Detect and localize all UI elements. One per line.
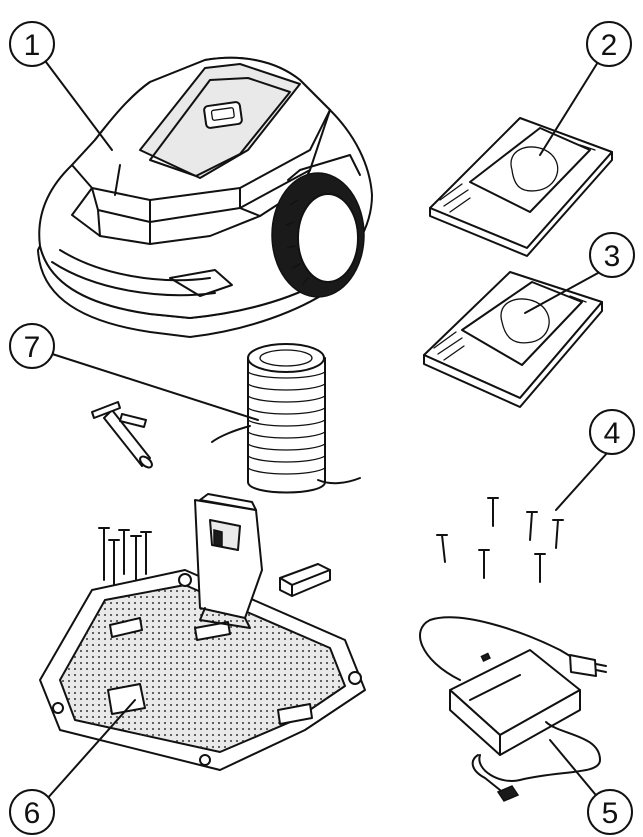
leader-1 bbox=[45, 61, 113, 151]
callout-number: 5 bbox=[602, 797, 619, 830]
leader-2 bbox=[539, 61, 599, 156]
power-adapter bbox=[419, 616, 607, 802]
pegs bbox=[436, 497, 564, 583]
callout-number: 6 bbox=[24, 797, 41, 830]
robotic-mower bbox=[37, 56, 373, 338]
callout-number: 4 bbox=[604, 417, 621, 450]
manual-booklet-a bbox=[429, 117, 613, 257]
callout-7: 7 bbox=[9, 323, 55, 369]
callout-3: 3 bbox=[589, 232, 635, 278]
callout-number: 2 bbox=[601, 29, 618, 62]
callout-2: 2 bbox=[586, 21, 632, 67]
charging-base bbox=[39, 493, 366, 771]
callout-6: 6 bbox=[9, 789, 55, 835]
leader-5 bbox=[549, 739, 601, 801]
wrench-tool bbox=[91, 401, 153, 469]
screws bbox=[98, 527, 152, 585]
leader-lines bbox=[45, 61, 609, 801]
leader-4 bbox=[555, 451, 609, 511]
leader-7 bbox=[45, 351, 259, 421]
manual-booklet-b bbox=[423, 271, 603, 408]
connector-block bbox=[279, 563, 331, 597]
callout-1: 1 bbox=[9, 21, 55, 67]
leader-6 bbox=[45, 699, 136, 801]
callout-number: 7 bbox=[24, 331, 41, 364]
callout-4: 4 bbox=[589, 409, 635, 455]
boundary-wire-spool bbox=[211, 343, 361, 494]
callout-number: 1 bbox=[24, 29, 41, 62]
leader-3 bbox=[524, 272, 599, 314]
callout-5: 5 bbox=[587, 789, 633, 835]
callout-number: 3 bbox=[604, 240, 621, 273]
